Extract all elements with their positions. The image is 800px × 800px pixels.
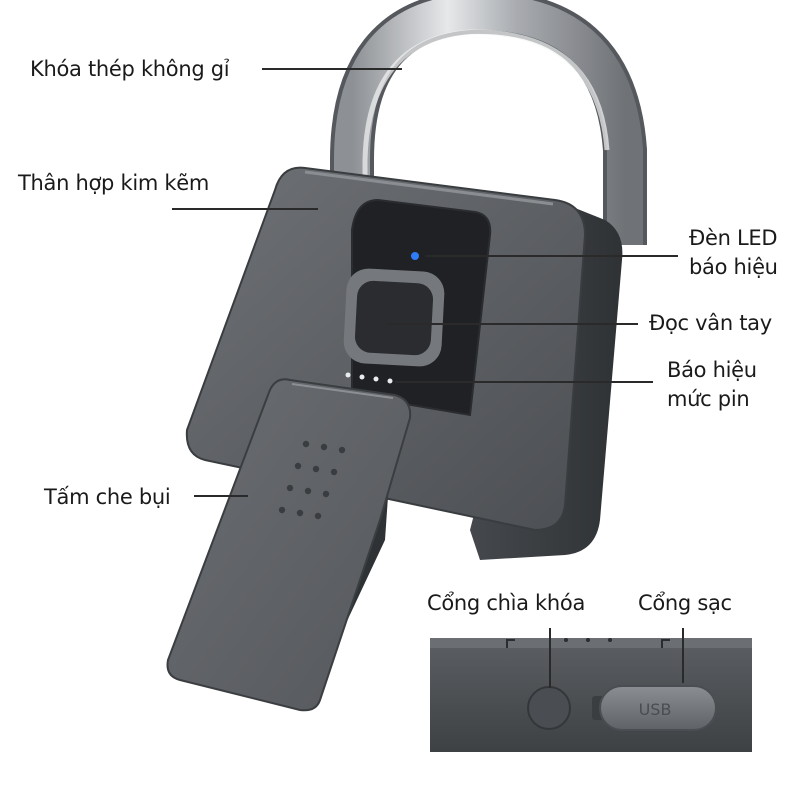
lock-bottom-view: USB: [430, 638, 752, 752]
fingerprint-sensor[interactable]: [354, 280, 434, 356]
label-fingerprint: Đọc vân tay: [649, 311, 772, 335]
label-dust-cover: Tấm che bụi: [44, 485, 171, 509]
usb-text: USB: [639, 700, 672, 719]
label-battery-line2: mức pin: [667, 387, 750, 411]
dust-cover[interactable]: [166, 378, 412, 712]
callout-line-dust-cover: [194, 495, 248, 497]
label-led-line1: Đèn LED: [689, 226, 778, 250]
charge-port[interactable]: USB: [592, 685, 717, 731]
shackle: [330, 0, 647, 245]
key-port[interactable]: [527, 686, 571, 730]
callout-line-key-port: [549, 628, 551, 688]
callout-line-battery: [395, 381, 653, 383]
label-body: Thân hợp kim kẽm: [18, 171, 210, 195]
label-led-line2: báo hiệu: [689, 255, 778, 279]
callout-line-charge-port: [682, 628, 684, 683]
label-battery-line1: Báo hiệu: [667, 358, 757, 382]
grip-dots: [278, 440, 346, 520]
callout-line-fingerprint: [388, 323, 638, 325]
label-key-port: Cổng chìa khóa: [427, 591, 586, 615]
led-indicator: [411, 252, 419, 260]
label-charge-port: Cổng sạc: [638, 591, 732, 615]
battery-indicator: [345, 372, 393, 384]
callout-line-led: [425, 255, 678, 257]
label-shackle: Khóa thép không gỉ: [30, 57, 230, 81]
callout-line-body: [172, 208, 318, 210]
callout-line-shackle: [262, 68, 402, 70]
